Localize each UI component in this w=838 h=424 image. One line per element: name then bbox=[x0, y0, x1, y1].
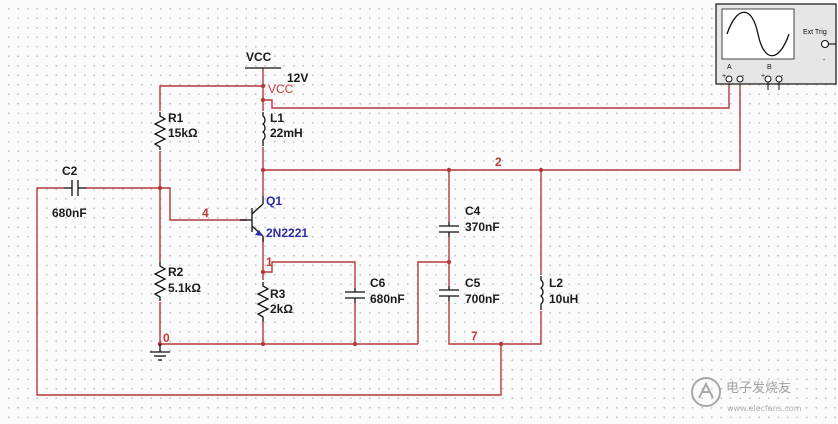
oscilloscope-ch-a-plus-terminal[interactable] bbox=[725, 75, 733, 83]
resistor-r1[interactable]: R1 15kΩ bbox=[153, 111, 198, 151]
watermark-logo-icon bbox=[691, 377, 721, 407]
junction-dots bbox=[157, 83, 544, 347]
inductor-l1-ref: L1 bbox=[270, 111, 284, 125]
vcc-voltage: 12V bbox=[287, 71, 308, 85]
junction-dot bbox=[260, 97, 266, 103]
oscilloscope-ch-b-minus: - bbox=[781, 73, 784, 80]
capacitor-c5[interactable]: C5 700nF bbox=[438, 276, 500, 306]
resistor-r1-ref: R1 bbox=[168, 111, 184, 125]
oscilloscope-ch-b-plus: + bbox=[761, 73, 765, 80]
capacitor-c2-gap bbox=[64, 178, 86, 198]
resistor-r2-ref: R2 bbox=[168, 265, 184, 279]
inductor-l1[interactable]: L1 22mH bbox=[256, 111, 303, 147]
vcc-power-symbol[interactable]: VCC 12V VCC bbox=[245, 50, 308, 96]
transistor-q1-ref: Q1 bbox=[266, 194, 282, 208]
junction-dot bbox=[538, 167, 544, 173]
capacitor-c5-ref: C5 bbox=[465, 276, 481, 290]
oscilloscope-ext-trig-minus: - bbox=[823, 57, 826, 64]
oscilloscope-ch-b-plus-terminal[interactable] bbox=[764, 75, 772, 83]
resistor-r1-value: 15kΩ bbox=[168, 126, 198, 140]
ground-symbol[interactable] bbox=[150, 344, 170, 361]
vcc-net-label: VCC bbox=[246, 50, 272, 64]
resistor-r1-zigzag bbox=[153, 112, 167, 150]
watermark-logo-text: 电子发烧友 bbox=[726, 380, 791, 396]
capacitor-c4-ref: C4 bbox=[465, 204, 481, 218]
transistor-q1[interactable]: Q1 2N2221 bbox=[240, 194, 308, 242]
oscilloscope-ch-a-minus-terminal[interactable] bbox=[736, 75, 744, 83]
watermark: 电子发烧友 www.elecfans.com bbox=[691, 377, 802, 413]
resistor-r3-ref: R3 bbox=[270, 287, 286, 301]
inductor-l2-body bbox=[534, 275, 548, 311]
watermark-logo-mark bbox=[698, 381, 714, 399]
capacitor-c4[interactable]: C4 370nF bbox=[438, 204, 500, 237]
net-label-1: 1 bbox=[266, 255, 273, 269]
inductor-l2-value: 10uH bbox=[549, 292, 578, 306]
inductor-l1-value: 22mH bbox=[270, 126, 303, 140]
oscilloscope[interactable]: Ext Trig - A B + - + - bbox=[715, 3, 837, 90]
net-label-0: 0 bbox=[163, 331, 170, 345]
junction-dot bbox=[260, 269, 266, 275]
resistor-r3[interactable]: R3 2kΩ bbox=[256, 282, 293, 322]
wire-c2-feedback bbox=[36, 187, 502, 396]
resistor-r3-zigzag bbox=[256, 282, 270, 322]
wire-c5-node7 bbox=[448, 300, 542, 345]
watermark-site: www.elecfans.com bbox=[727, 404, 802, 413]
inductor-l1-body bbox=[256, 111, 270, 147]
resistor-r2-zigzag bbox=[153, 262, 167, 301]
wire-vcc-scope-a bbox=[263, 84, 730, 109]
junction-dot bbox=[157, 185, 163, 191]
junction-dot bbox=[352, 341, 358, 347]
capacitor-c6[interactable]: C6 680nF bbox=[344, 276, 405, 306]
oscilloscope-ch-b-minus-terminal[interactable] bbox=[775, 75, 783, 83]
transistor-q1-value: 2N2221 bbox=[266, 226, 308, 240]
capacitor-c6-value: 680nF bbox=[370, 292, 405, 306]
oscilloscope-ch-a-minus: - bbox=[742, 73, 745, 80]
wire-mid-ground bbox=[417, 261, 449, 344]
capacitor-c6-ref: C6 bbox=[370, 276, 386, 290]
oscilloscope-ch-a-plus: + bbox=[722, 73, 726, 80]
wires bbox=[36, 68, 741, 396]
inductor-l1-coil bbox=[261, 112, 266, 146]
junction-dot bbox=[260, 167, 266, 173]
wire-node2-rail bbox=[263, 84, 741, 171]
oscilloscope-ext-trig-label: Ext Trig bbox=[803, 29, 827, 36]
wire-node1-c6 bbox=[263, 261, 356, 288]
wire-vcc-r1 bbox=[159, 85, 263, 112]
vcc-pin-label: VCC bbox=[268, 82, 294, 96]
resistor-r2-value: 5.1kΩ bbox=[168, 281, 201, 295]
capacitor-c5-value: 700nF bbox=[465, 292, 500, 306]
net-label-2: 2 bbox=[495, 155, 502, 169]
oscilloscope-waveform bbox=[726, 11, 790, 57]
resistor-r2[interactable]: R2 5.1kΩ bbox=[153, 262, 201, 302]
junction-dot bbox=[260, 83, 266, 89]
net-labels: 0 1 2 4 7 bbox=[163, 155, 502, 345]
junction-dot bbox=[446, 167, 452, 173]
oscilloscope-ext-trig-terminal[interactable] bbox=[820, 39, 830, 49]
junction-dot bbox=[446, 259, 452, 265]
capacitor-c2-ref: C2 bbox=[62, 164, 78, 178]
junction-dot bbox=[498, 341, 504, 347]
capacitor-c2[interactable]: C2 680nF bbox=[52, 164, 87, 220]
oscilloscope-ch-a-label: A bbox=[727, 64, 732, 71]
wire-base-node4 bbox=[160, 187, 247, 221]
transistor-q1-arrow bbox=[255, 230, 263, 236]
transistor-q1-collector bbox=[251, 203, 264, 215]
inductor-l2-coil bbox=[539, 276, 544, 310]
inductor-l2[interactable]: L2 10uH bbox=[534, 275, 578, 311]
net-label-4: 4 bbox=[202, 206, 209, 220]
inductor-l2-ref: L2 bbox=[549, 276, 563, 290]
capacitor-c4-value: 370nF bbox=[465, 220, 500, 234]
net-label-7: 7 bbox=[471, 329, 478, 343]
oscilloscope-ch-b-label: B bbox=[767, 64, 772, 71]
resistor-r3-value: 2kΩ bbox=[270, 302, 293, 316]
capacitor-c2-value: 680nF bbox=[52, 206, 87, 220]
junction-dot bbox=[260, 341, 266, 347]
